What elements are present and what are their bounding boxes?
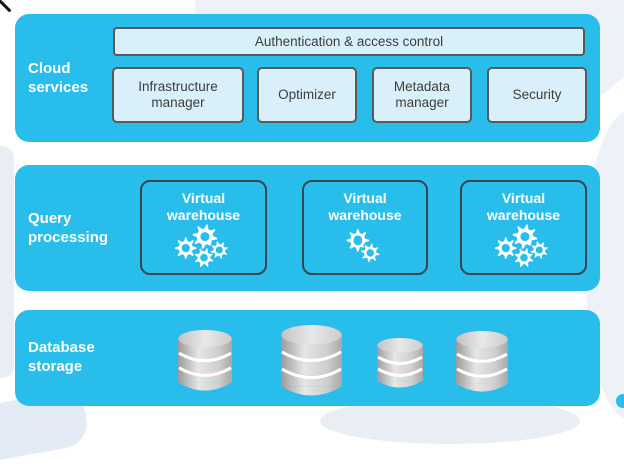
query-processing-label: Query processing [28, 210, 109, 246]
authentication-access-control-text: Authentication & access control [254, 33, 444, 49]
virtual-warehouse-text: Virtual warehouse [328, 190, 402, 223]
database-cylinder-icon [377, 337, 423, 395]
database-storage-band: Database storage [15, 310, 600, 406]
metadata-manager-text: Metadata manager [393, 79, 451, 110]
query-processing-band: Query processing Virtual warehouse Virtu… [15, 165, 600, 291]
infrastructure-manager-box: Infrastructure manager [112, 67, 244, 123]
database-cylinder-icon [178, 329, 232, 398]
optimizer-box: Optimizer [257, 67, 357, 123]
database-storage-label: Database storage [28, 339, 95, 375]
database-cylinder-icon [456, 330, 508, 399]
database-cylinder-icon [281, 324, 342, 403]
virtual-warehouse-text: Virtual warehouse [486, 190, 561, 223]
edge-shape-artifact [616, 394, 624, 408]
infrastructure-manager-text: Infrastructure manager [138, 79, 218, 110]
cloud-services-label: Cloud services [28, 60, 89, 96]
virtual-warehouse-box: Virtual warehouse [140, 180, 267, 275]
authentication-access-control-box: Authentication & access control [113, 27, 585, 56]
cloud-services-band: Cloud services Authentication & access c… [15, 14, 600, 142]
virtual-warehouse-box: Virtual warehouse [302, 180, 428, 275]
security-box: Security [487, 67, 587, 123]
virtual-warehouse-box: Virtual warehouse [460, 180, 587, 275]
optimizer-text: Optimizer [278, 87, 336, 102]
cloud-shape-background [0, 146, 14, 378]
security-text: Security [512, 87, 562, 102]
virtual-warehouse-text: Virtual warehouse [166, 190, 241, 223]
corner-line-artifact [0, 0, 12, 13]
metadata-manager-box: Metadata manager [372, 67, 472, 123]
